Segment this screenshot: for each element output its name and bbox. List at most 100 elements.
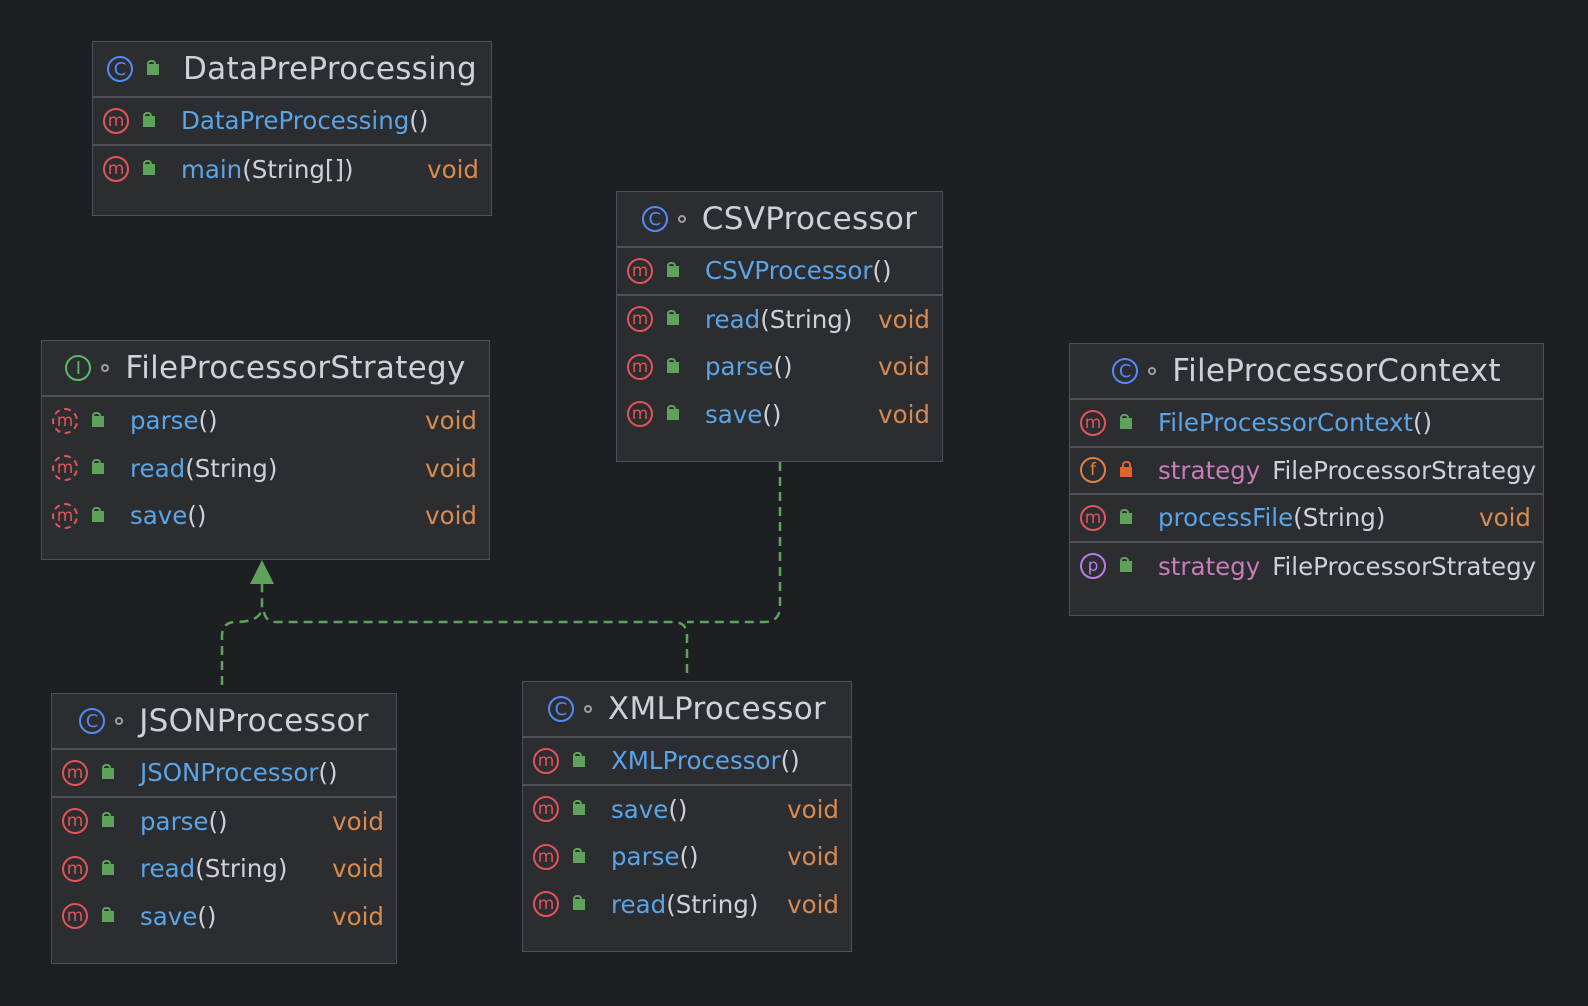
method-params: () xyxy=(318,758,338,788)
member-row[interactable]: m parse() void xyxy=(42,397,489,445)
method-params: () xyxy=(197,901,217,931)
public-visibility-icon xyxy=(1116,508,1140,528)
method-params: () xyxy=(679,842,699,872)
return-type: void xyxy=(425,501,477,531)
member-row[interactable]: m JSONProcessor() xyxy=(52,750,396,798)
return-type: void xyxy=(787,842,839,872)
method-params: () xyxy=(208,806,228,836)
class-box-datapreprocessing[interactable]: C DataPreProcessing m DataPreProcessing(… xyxy=(92,41,492,216)
return-type: void xyxy=(332,901,384,931)
method-icon: m xyxy=(627,306,653,333)
public-visibility-icon xyxy=(139,111,163,131)
public-visibility-icon xyxy=(88,506,112,526)
return-type: void xyxy=(427,154,479,184)
return-type: void xyxy=(878,399,930,429)
return-type: void xyxy=(1479,503,1531,533)
abstract-method-icon: m xyxy=(52,502,78,529)
class-box-jsonprocessor[interactable]: C JSONProcessor m JSONProcessor() m pars… xyxy=(51,693,397,964)
property-name: strategy xyxy=(1158,551,1261,581)
public-visibility-icon xyxy=(98,906,122,926)
class-name: JSONProcessor xyxy=(139,703,369,739)
method-icon: m xyxy=(627,401,653,428)
public-visibility-icon xyxy=(569,847,593,867)
csv-realization-line xyxy=(687,462,782,624)
return-type: void xyxy=(332,806,384,836)
public-visibility-icon xyxy=(663,404,687,424)
method-icon: m xyxy=(533,796,559,823)
method-params: () xyxy=(762,399,782,429)
member-row[interactable]: m read(String) void xyxy=(523,881,851,929)
member-row[interactable]: m CSVProcessor() xyxy=(617,248,942,296)
method-icon: m xyxy=(1080,409,1106,436)
field-type: FileProcessorStrategy xyxy=(1272,455,1537,485)
method-name: save xyxy=(140,901,198,931)
package-visibility-icon xyxy=(101,364,110,372)
member-row[interactable]: m save() void xyxy=(523,786,851,834)
member-row[interactable]: m parse() void xyxy=(617,343,942,391)
member-row[interactable]: m DataPreProcessing() xyxy=(93,98,491,146)
method-icon: m xyxy=(62,903,88,930)
method-name: parse xyxy=(611,842,680,872)
class-name: FileProcessorContext xyxy=(1172,353,1501,389)
member-row[interactable]: m FileProcessorContext() xyxy=(1070,400,1543,448)
method-icon: m xyxy=(62,808,88,835)
method-name: JSONProcessor xyxy=(140,758,319,788)
method-params: (String) xyxy=(760,304,853,334)
method-name: main xyxy=(181,154,243,184)
method-name: XMLProcessor xyxy=(611,746,781,776)
field-icon: f xyxy=(1080,457,1106,484)
method-icon: m xyxy=(533,843,559,870)
property-icon: p xyxy=(1080,553,1106,580)
public-visibility-icon xyxy=(1116,413,1140,433)
public-visibility-icon xyxy=(98,859,122,879)
return-type: void xyxy=(878,304,930,334)
package-visibility-icon xyxy=(583,705,592,713)
class-name: CSVProcessor xyxy=(701,201,918,237)
public-visibility-icon xyxy=(88,411,112,431)
public-visibility-icon xyxy=(569,799,593,819)
return-type: void xyxy=(332,854,384,884)
public-visibility-icon xyxy=(98,811,122,831)
class-header: C JSONProcessor xyxy=(52,694,396,750)
class-box-fileprocessorcontext[interactable]: C FileProcessorContext m FileProcessorCo… xyxy=(1069,343,1544,616)
member-row[interactable]: p strategy FileProcessorStrategy xyxy=(1070,543,1543,591)
public-visibility-icon xyxy=(1116,556,1140,576)
method-name: read xyxy=(140,854,196,884)
method-name: parse xyxy=(140,806,209,836)
return-type: void xyxy=(787,794,839,824)
class-header: C CSVProcessor xyxy=(617,192,942,248)
method-name: parse xyxy=(130,406,199,436)
field-name: strategy xyxy=(1158,455,1261,485)
member-row[interactable]: m save() void xyxy=(617,391,942,439)
method-params: (String) xyxy=(185,453,278,483)
method-params: () xyxy=(409,106,429,136)
class-box-csvprocessor[interactable]: C CSVProcessor m CSVProcessor() m read(S… xyxy=(616,191,943,462)
abstract-method-icon: m xyxy=(52,455,78,482)
method-icon: m xyxy=(103,107,129,134)
member-row[interactable]: m save() void xyxy=(52,893,396,941)
class-header: C DataPreProcessing xyxy=(93,42,491,98)
member-row[interactable]: m parse() void xyxy=(52,798,396,846)
method-params: () xyxy=(1412,408,1433,438)
interface-box-fileprocessorstrategy[interactable]: I FileProcessorStrategy m parse() void m… xyxy=(41,340,490,560)
member-row[interactable]: m parse() void xyxy=(523,833,851,881)
member-row[interactable]: m XMLProcessor() xyxy=(523,738,851,786)
class-icon: C xyxy=(547,696,574,722)
method-icon: m xyxy=(1080,504,1106,531)
member-row[interactable]: m read(String) void xyxy=(617,296,942,344)
member-row[interactable]: m processFile(String) void xyxy=(1070,495,1543,543)
method-name: DataPreProcessing xyxy=(181,106,410,136)
member-row[interactable]: m main(String[]) void xyxy=(93,146,491,194)
interface-icon: I xyxy=(65,355,92,381)
class-box-xmlprocessor[interactable]: C XMLProcessor m XMLProcessor() m save()… xyxy=(522,681,852,952)
method-name: save xyxy=(611,794,669,824)
member-row[interactable]: m read(String) void xyxy=(42,445,489,493)
class-header: C XMLProcessor xyxy=(523,682,851,738)
public-visibility-icon xyxy=(663,309,687,329)
method-name: save xyxy=(130,501,188,531)
class-icon: C xyxy=(1112,358,1139,384)
member-row[interactable]: m save() void xyxy=(42,492,489,540)
member-row[interactable]: f strategy FileProcessorStrategy xyxy=(1070,448,1543,495)
public-visibility-icon xyxy=(98,763,122,783)
member-row[interactable]: m read(String) void xyxy=(52,845,396,893)
